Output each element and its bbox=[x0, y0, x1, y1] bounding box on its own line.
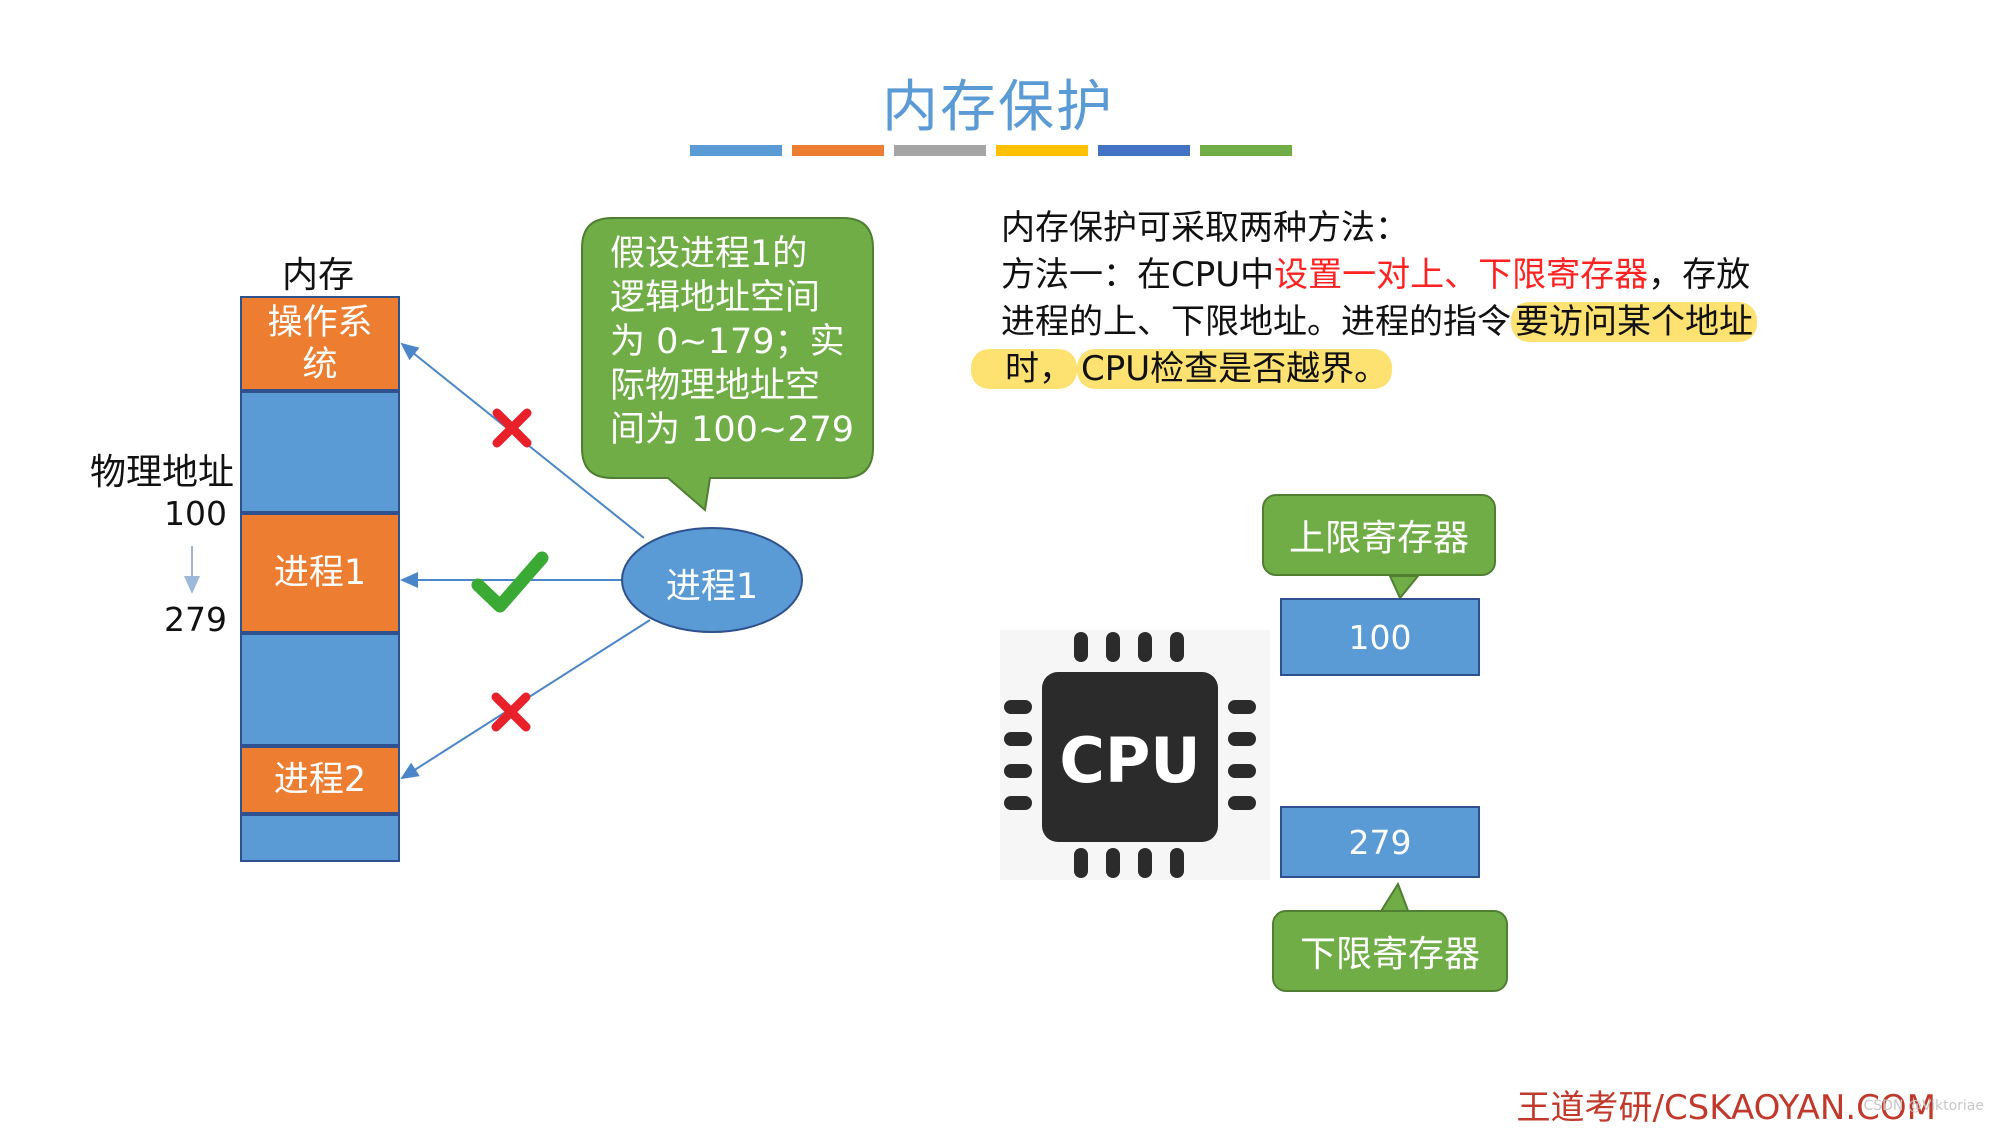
color-bar-3 bbox=[894, 145, 986, 156]
physical-address-label: 物理地址 bbox=[90, 452, 235, 493]
cross-icon-top bbox=[492, 408, 532, 448]
desc-line-2: 方法一：在CPU中设置一对上、下限寄存器，存放 bbox=[1001, 252, 1901, 299]
color-bar-4 bbox=[996, 145, 1088, 156]
color-bar-2 bbox=[792, 145, 884, 156]
bubble-line-5: 间为 100~279 bbox=[610, 410, 855, 450]
process-ellipse-shape bbox=[621, 527, 803, 633]
memory-block-process1: 进程1 bbox=[240, 513, 400, 633]
desc-highlight-yellow-2: CPU检查是否越界。 bbox=[1077, 349, 1393, 389]
cross-icon-bottom bbox=[491, 692, 531, 732]
lower-register-value: 279 bbox=[1280, 806, 1480, 878]
desc-line-3: 进程的上、下限地址。进程的指令要访问某个地址 bbox=[1001, 299, 1901, 346]
process-ellipse-label: 进程1 bbox=[665, 567, 759, 607]
bubble-line-4: 际物理地址空 bbox=[610, 366, 821, 406]
desc-line-2-a: 方法一：在CPU中 bbox=[1001, 255, 1275, 295]
address-end: 279 bbox=[164, 600, 227, 639]
description-text: 内存保护可采取两种方法： 方法一：在CPU中设置一对上、下限寄存器，存放 进程的… bbox=[971, 205, 1901, 393]
color-bar-6 bbox=[1200, 145, 1292, 156]
memory-block-free-2 bbox=[240, 633, 400, 746]
check-icon bbox=[471, 551, 549, 613]
desc-highlight-yellow-1: 要访问某个地址 bbox=[1511, 302, 1757, 342]
color-bar-5 bbox=[1098, 145, 1190, 156]
speech-bubble-text: 假设进程1的 逻辑地址空间 为 0~179；实 际物理地址空 间为 100~27… bbox=[610, 232, 870, 452]
page-title: 内存保护 bbox=[882, 75, 1114, 140]
upper-register-callout-tail bbox=[1388, 575, 1421, 600]
upper-register-label: 上限寄存器 bbox=[1262, 494, 1496, 576]
cpu-label: CPU bbox=[1059, 724, 1201, 797]
desc-line-4: 时，CPU检查是否越界。 bbox=[971, 346, 1901, 393]
lower-register-label: 下限寄存器 bbox=[1272, 910, 1508, 992]
memory-block-free-3 bbox=[240, 814, 400, 862]
desc-line-1: 内存保护可采取两种方法： bbox=[1001, 208, 1409, 248]
memory-block-process2: 进程2 bbox=[240, 746, 400, 814]
desc-line-2-c: ，存放 bbox=[1648, 255, 1751, 295]
bubble-line-3: 为 0~179；实 bbox=[610, 322, 845, 362]
cpu-chip-graphic bbox=[1000, 630, 1270, 880]
cpu-icon: CPU bbox=[1000, 620, 1270, 890]
bubble-line-1: 假设进程1的 bbox=[610, 234, 808, 274]
desc-line-4-a: 时， bbox=[971, 349, 1077, 389]
desc-highlight-red: 设置一对上、下限寄存器 bbox=[1274, 255, 1649, 295]
memory-block-free-1 bbox=[240, 391, 400, 513]
desc-line-3-a: 进程的上、下限地址。进程的指令 bbox=[1001, 302, 1511, 342]
color-bar-1 bbox=[690, 145, 782, 156]
upper-register-value: 100 bbox=[1280, 598, 1480, 676]
memory-label: 内存 bbox=[282, 255, 355, 296]
watermark: CSDN @Viktoriae bbox=[1863, 1098, 1984, 1114]
memory-block-os: 操作系统 bbox=[240, 296, 400, 391]
address-start: 100 bbox=[164, 494, 227, 533]
bubble-line-2: 逻辑地址空间 bbox=[610, 278, 821, 318]
speech-bubble-shape bbox=[581, 217, 874, 512]
